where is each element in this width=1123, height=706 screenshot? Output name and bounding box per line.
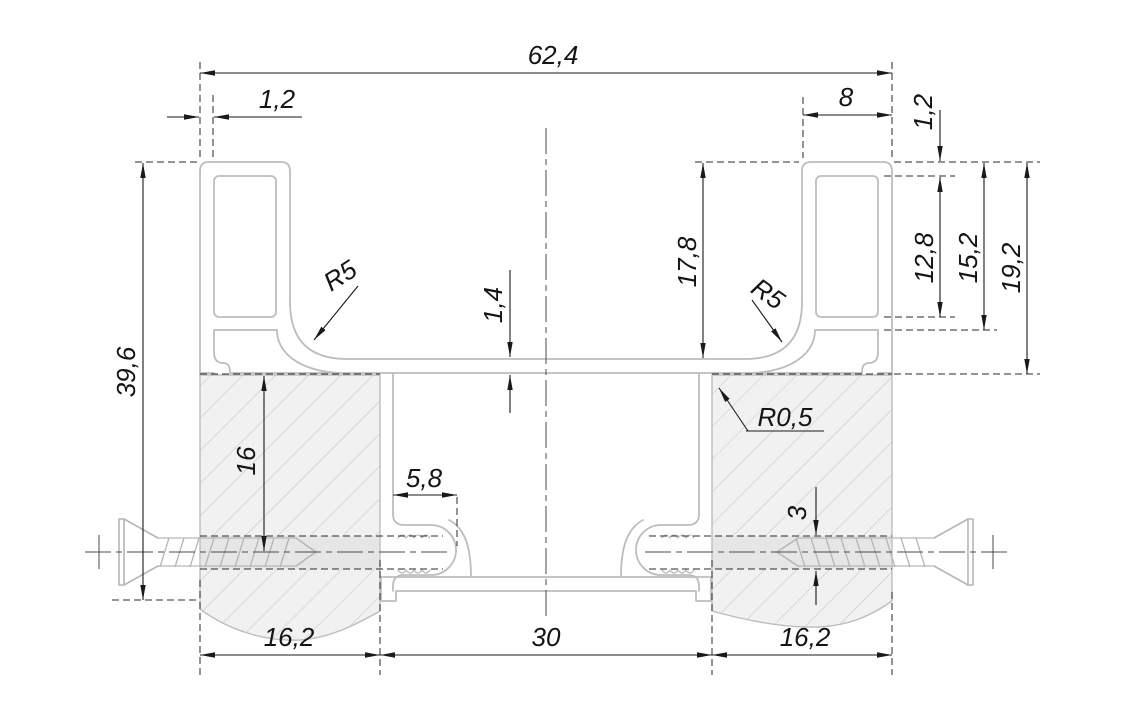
radius-right-leader (751, 299, 783, 343)
dim-wall-top-label: 1,2 (908, 93, 938, 130)
profile-left-cavity (213, 175, 277, 318)
profile-right-cavity (815, 175, 879, 318)
extension-lines-top (199, 62, 893, 158)
right-panel-outline (711, 374, 893, 628)
dim-slot-left-label: 16,2 (264, 622, 315, 652)
channel-walls (448, 519, 644, 578)
dim-slot-right-label: 16,2 (780, 622, 831, 652)
dim-flange-width-label: 8 (839, 82, 854, 112)
corner-radius-leader (718, 387, 749, 432)
left-panel-hatch (200, 375, 380, 641)
boss-serrations (397, 534, 695, 574)
dim-boss-offset-label: 5,8 (406, 463, 443, 493)
screw-boss-right (635, 372, 700, 592)
dim-web-thickness-label: 1,4 (478, 287, 508, 323)
radius-right-label: R5 (746, 272, 791, 316)
dimension-lines (140, 70, 1030, 658)
right-screw-shank (798, 537, 934, 567)
dim-cavity-depth-label: 12,8 (909, 232, 939, 283)
dim-center-span-label: 30 (532, 622, 561, 652)
dim-web-depth-label: 17,8 (672, 236, 702, 287)
extension-lines-bottom (199, 497, 893, 675)
radius-left-leader (313, 285, 359, 341)
dim-wall-left-label: 1,2 (259, 84, 296, 114)
profile (199, 161, 893, 602)
screw-hole-hidden-lines (200, 535, 892, 570)
profile-inner-fillets (276, 329, 816, 374)
dim-screw-offset-label: 16 (231, 446, 261, 475)
profile-notches (213, 329, 879, 373)
dim-overall-height-label: 39,6 (111, 346, 141, 397)
dim-screw-hole-label: 3 (782, 505, 812, 520)
dim-overall-width-label: 62,4 (528, 40, 579, 70)
extension-lines-right (695, 161, 1040, 375)
extension-lines-left (112, 161, 197, 601)
left-panel-outline (199, 374, 381, 641)
dim-flange-depth-label: 19,2 (996, 242, 1026, 293)
dim-ledge-depth-label: 15,2 (953, 232, 983, 283)
left-screw-shank (158, 537, 296, 567)
radius-left-label: R5 (318, 254, 363, 298)
extension-lines (112, 62, 1040, 675)
corner-radius-label: R0,5 (758, 402, 813, 432)
